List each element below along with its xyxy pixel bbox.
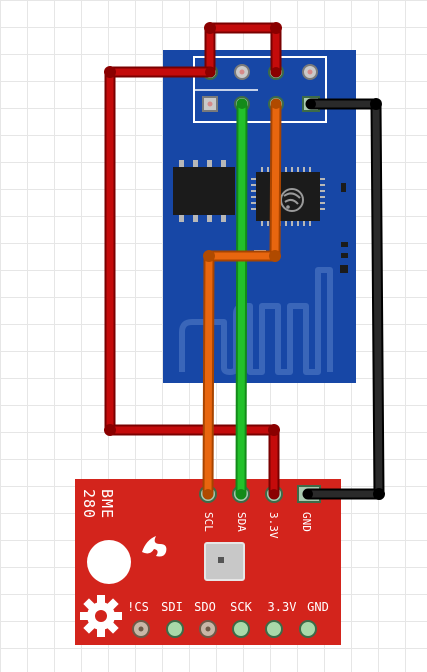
gear-logo-icon: [80, 595, 122, 637]
flash-chip: [173, 160, 235, 222]
espressif-logo-icon: [280, 188, 304, 212]
mounting-hole: [87, 540, 131, 584]
bme280-bottom-pins: [132, 620, 317, 638]
pin-label-scl: SCL: [202, 512, 215, 532]
esp8266-chip: [251, 167, 325, 226]
pin-label-sdi: SDI: [161, 600, 183, 614]
pin-label-gnd-bottom: GND: [307, 600, 329, 614]
bme280-name-line1: BME: [98, 489, 116, 519]
bme280-top-pin-labels: SCL SDA 3.3V GND: [202, 512, 313, 539]
pin-label-sck: SCK: [230, 600, 252, 614]
wire-orange-scl[interactable]: [202, 98, 282, 500]
bme280-name-line2: 280: [80, 489, 98, 519]
bme280-bottom-pin-labels: !CS SDI SDO SCK 3.3V GND: [127, 600, 329, 614]
wire-green-sda[interactable]: [235, 98, 248, 500]
pin-label-sda: SDA: [235, 512, 248, 532]
pcb-antenna-icon: [179, 267, 333, 375]
bme280-pin-sck: [232, 620, 250, 638]
pin-label-cs: !CS: [127, 600, 149, 614]
wire-black-ground[interactable]: [302, 98, 385, 500]
wire-red-power[interactable]: [104, 66, 280, 500]
pin-label-3v3-bottom: 3.3V: [268, 600, 297, 614]
bme280-sensor-chip: [204, 542, 245, 581]
pin-label-sdo: SDO: [194, 600, 216, 614]
bme280-pin-3v3-bottom: [265, 620, 283, 638]
bme280-pin-sdi: [166, 620, 184, 638]
wires: [104, 22, 385, 500]
bme280-pin-gnd-bottom: [299, 620, 317, 638]
wire-red-jumper[interactable]: [204, 22, 282, 78]
pin-label-3v3: 3.3V: [267, 512, 280, 539]
wire-end-caps: [203, 67, 316, 499]
flame-logo-icon: [142, 536, 167, 557]
pin-label-gnd: GND: [300, 512, 313, 532]
bme280-board[interactable]: BME 280 SCL S: [75, 479, 341, 645]
